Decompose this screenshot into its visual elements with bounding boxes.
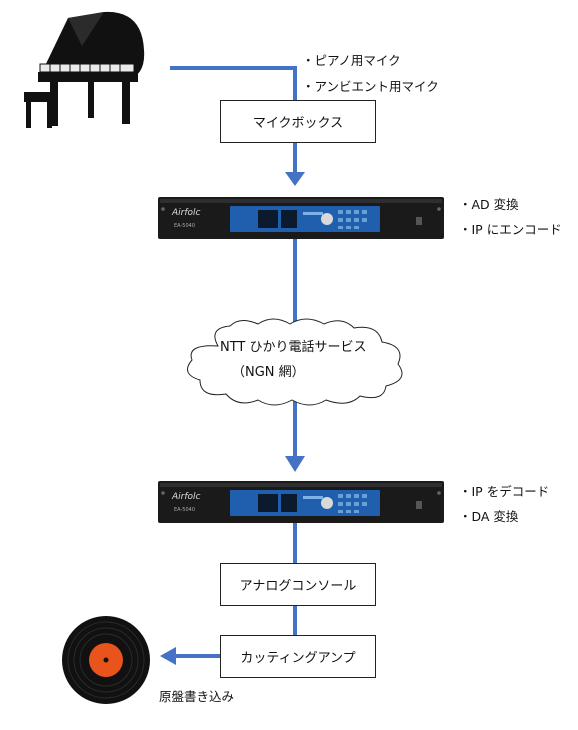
grand-piano-icon [24,11,145,128]
decoder-note-da: ・DA 変換 [459,509,519,524]
decoder-note-ip: ・IP をデコード [459,484,550,499]
encoder-note-ip: ・IP にエンコード [459,222,562,237]
vinyl-record-icon [62,616,150,704]
mic-box: マイクボックス [220,100,376,143]
arrowhead-record [160,647,176,665]
network-line-1: NTT ひかり電話サービス [220,340,367,355]
decoder-brand: Airfolc [171,492,201,502]
analog-console-box: アナログコンソール [220,563,376,606]
mic-note-piano: ・ピアノ用マイク [302,53,401,68]
decoder-device: Airfolc EA-5040 [158,481,444,523]
encoder-brand: Airfolc [171,208,201,218]
cutting-amp-box: カッティングアンプ [220,635,376,678]
encoder-note-ad: ・AD 変換 [459,197,519,212]
encoder-device: Airfolc EA-5040 [158,197,444,239]
decoder-model: EA-5040 [174,507,195,513]
network-line-2: （NGN 網） [232,365,305,380]
arrowhead-encoder [285,172,305,186]
record-caption: 原盤書き込み [159,689,235,704]
arrowhead-decoder [285,456,305,472]
cloud-shape [187,318,403,406]
mic-note-ambient: ・アンビエント用マイク [302,79,439,94]
piano-to-micbox-line [170,66,297,100]
encoder-model: EA-5040 [174,223,195,229]
